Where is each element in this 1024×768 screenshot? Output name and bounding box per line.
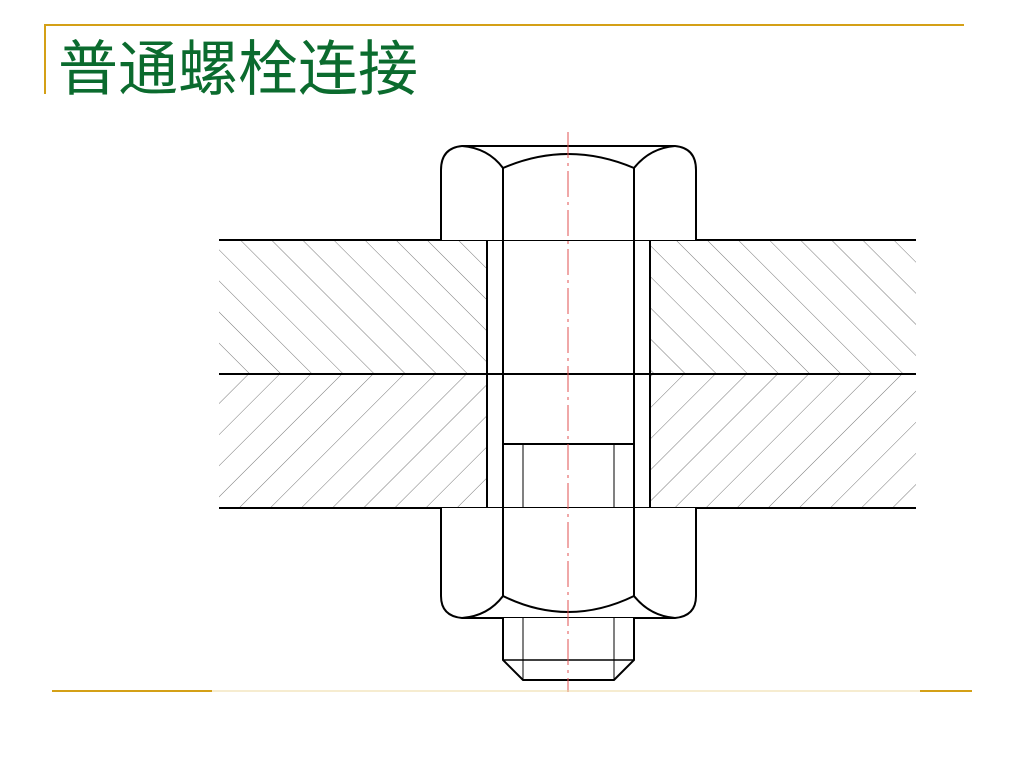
- lower-plate-right-hatch: [650, 374, 916, 508]
- upper-plate-right-hatch: [650, 240, 916, 374]
- slide-title: 普通螺栓连接: [58, 35, 418, 105]
- lower-plate: [219, 374, 916, 508]
- upper-plate-left-hatch: [219, 240, 487, 374]
- nut-flat-right: [633, 508, 676, 619]
- nut-flat-left: [461, 508, 504, 619]
- bolt-head-flat-left: [461, 145, 504, 240]
- lower-plate-left-hatch: [219, 374, 487, 508]
- upper-plate: [219, 240, 916, 374]
- bolt-head-flat-right: [633, 145, 676, 240]
- title-frame-left-rule: [44, 24, 46, 94]
- title-frame-top-rule: [44, 24, 964, 26]
